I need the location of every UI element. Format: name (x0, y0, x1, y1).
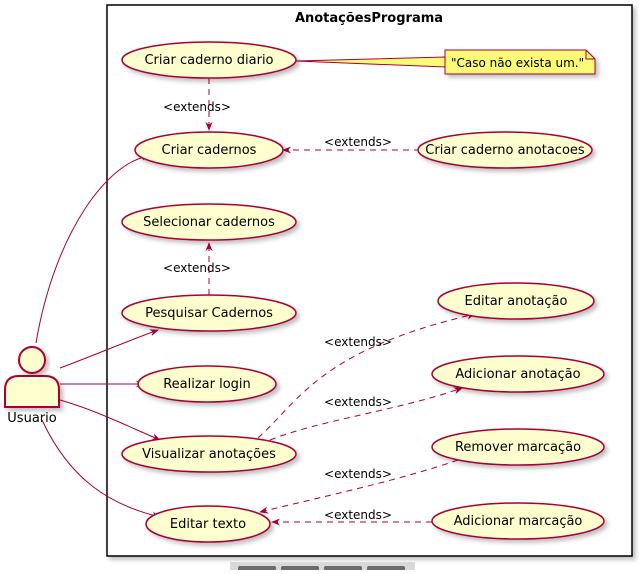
use-case-label: Selecionar cadernos (143, 215, 275, 230)
toolbar-button[interactable] (367, 566, 405, 572)
extends-line-remover-marcacao (259, 459, 459, 514)
use-case-criar-caderno-anotacoes[interactable]: Criar caderno anotacoes (417, 131, 593, 169)
extends-label: <extends> (324, 395, 392, 409)
use-case-label: Visualizar anotações (142, 447, 276, 462)
system-title: AnotaçõesPrograma (295, 11, 443, 26)
use-case-label: Criar caderno diario (144, 53, 273, 68)
note: "Caso não exista um." (444, 49, 596, 75)
note-text: "Caso não exista um." (451, 56, 584, 70)
use-case-label: Adicionar marcação (454, 514, 583, 529)
extends-line-editar-anotacao (257, 312, 476, 439)
use-case-label: Criar caderno anotacoes (425, 143, 585, 158)
use-case-criar-cadernos[interactable]: Criar cadernos (134, 131, 284, 169)
association-criar-cadernos (35, 153, 151, 344)
use-case-visualizar-anotacoes[interactable]: Visualizar anotações (121, 435, 297, 473)
use-case-label: Remover marcação (455, 440, 581, 455)
extends-label: <extends> (324, 508, 392, 522)
actor-head (18, 346, 46, 374)
association-pesquisar-cadernos (59, 329, 159, 369)
use-case-realizar-login[interactable]: Realizar login (137, 365, 277, 403)
use-case-label: Editar anotação (465, 294, 568, 309)
use-case-label: Criar cadernos (162, 143, 257, 158)
actor-usuario[interactable]: Usuario (4, 346, 60, 426)
use-case-criar-caderno-diario[interactable]: Criar caderno diario (121, 41, 297, 79)
use-case-label: Editar texto (170, 517, 246, 532)
extends-label: <extends> (163, 261, 231, 275)
extends-label: <extends> (163, 100, 231, 114)
extends-label: <extends> (324, 135, 392, 149)
extends-label: <extends> (324, 467, 392, 481)
use-case-label: Pesquisar Cadernos (145, 306, 273, 321)
actor-body (4, 375, 60, 408)
toolbar-button[interactable] (238, 566, 276, 572)
use-case-selecionar-cadernos[interactable]: Selecionar cadernos (121, 203, 297, 241)
use-case-editar-texto[interactable]: Editar texto (145, 505, 271, 543)
use-case-pesquisar-cadernos[interactable]: Pesquisar Cadernos (121, 294, 297, 332)
use-case-adicionar-anotacao[interactable]: Adicionar anotação (431, 355, 605, 393)
association-editar-texto (41, 419, 161, 519)
association-visualizar-anotacoes (59, 399, 161, 441)
use-case-remover-marcacao[interactable]: Remover marcação (431, 428, 605, 466)
use-case-adicionar-marcacao[interactable]: Adicionar marcação (431, 502, 605, 540)
actor-name: Usuario (7, 411, 56, 426)
use-case-label: Adicionar anotação (455, 367, 580, 382)
use-case-label: Realizar login (163, 377, 251, 392)
bottom-toolbar (230, 562, 415, 572)
use-case-editar-anotacao[interactable]: Editar anotação (437, 282, 595, 320)
toolbar-button[interactable] (281, 566, 319, 572)
extends-label: <extends> (324, 335, 392, 349)
toolbar-button[interactable] (324, 566, 362, 572)
